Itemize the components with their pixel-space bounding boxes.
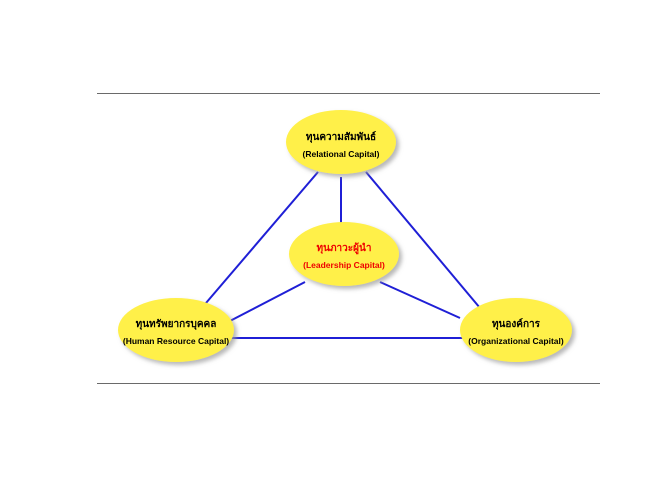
node-human-resource-capital: ทุนทรัพยากรบุคคล (Human Resource Capital…: [118, 298, 234, 362]
edge-leadership-human: [227, 281, 306, 323]
node-human-ellipse: [118, 298, 234, 362]
diagram-edges: [199, 171, 481, 339]
node-organizational-title: ทุนองค์การ: [492, 318, 541, 330]
node-relational-title: ทุนความสัมพันธ์: [306, 131, 376, 143]
node-human-subtitle: (Human Resource Capital): [123, 336, 229, 346]
node-leadership-subtitle: (Leadership Capital): [303, 260, 385, 270]
node-organizational-ellipse: [460, 298, 572, 362]
node-relational-subtitle: (Relational Capital): [303, 149, 380, 159]
bottom-divider: [97, 383, 600, 384]
node-human-title: ทุนทรัพยากรบุคคล: [136, 318, 217, 330]
edge-relational-organizational: [365, 171, 481, 309]
node-relational-capital: ทุนความสัมพันธ์ (Relational Capital): [286, 110, 396, 174]
node-organizational-capital: ทุนองค์การ (Organizational Capital): [460, 298, 572, 362]
edge-leadership-organizational: [379, 281, 461, 319]
node-organizational-subtitle: (Organizational Capital): [468, 336, 564, 346]
node-leadership-capital: ทุนภาวะผู้นำ (Leadership Capital): [289, 222, 399, 286]
top-divider: [97, 93, 600, 94]
node-leadership-title: ทุนภาวะผู้นำ: [317, 242, 372, 255]
node-relational-ellipse: [286, 110, 396, 174]
node-leadership-ellipse: [289, 222, 399, 286]
edge-relational-human: [199, 171, 319, 311]
